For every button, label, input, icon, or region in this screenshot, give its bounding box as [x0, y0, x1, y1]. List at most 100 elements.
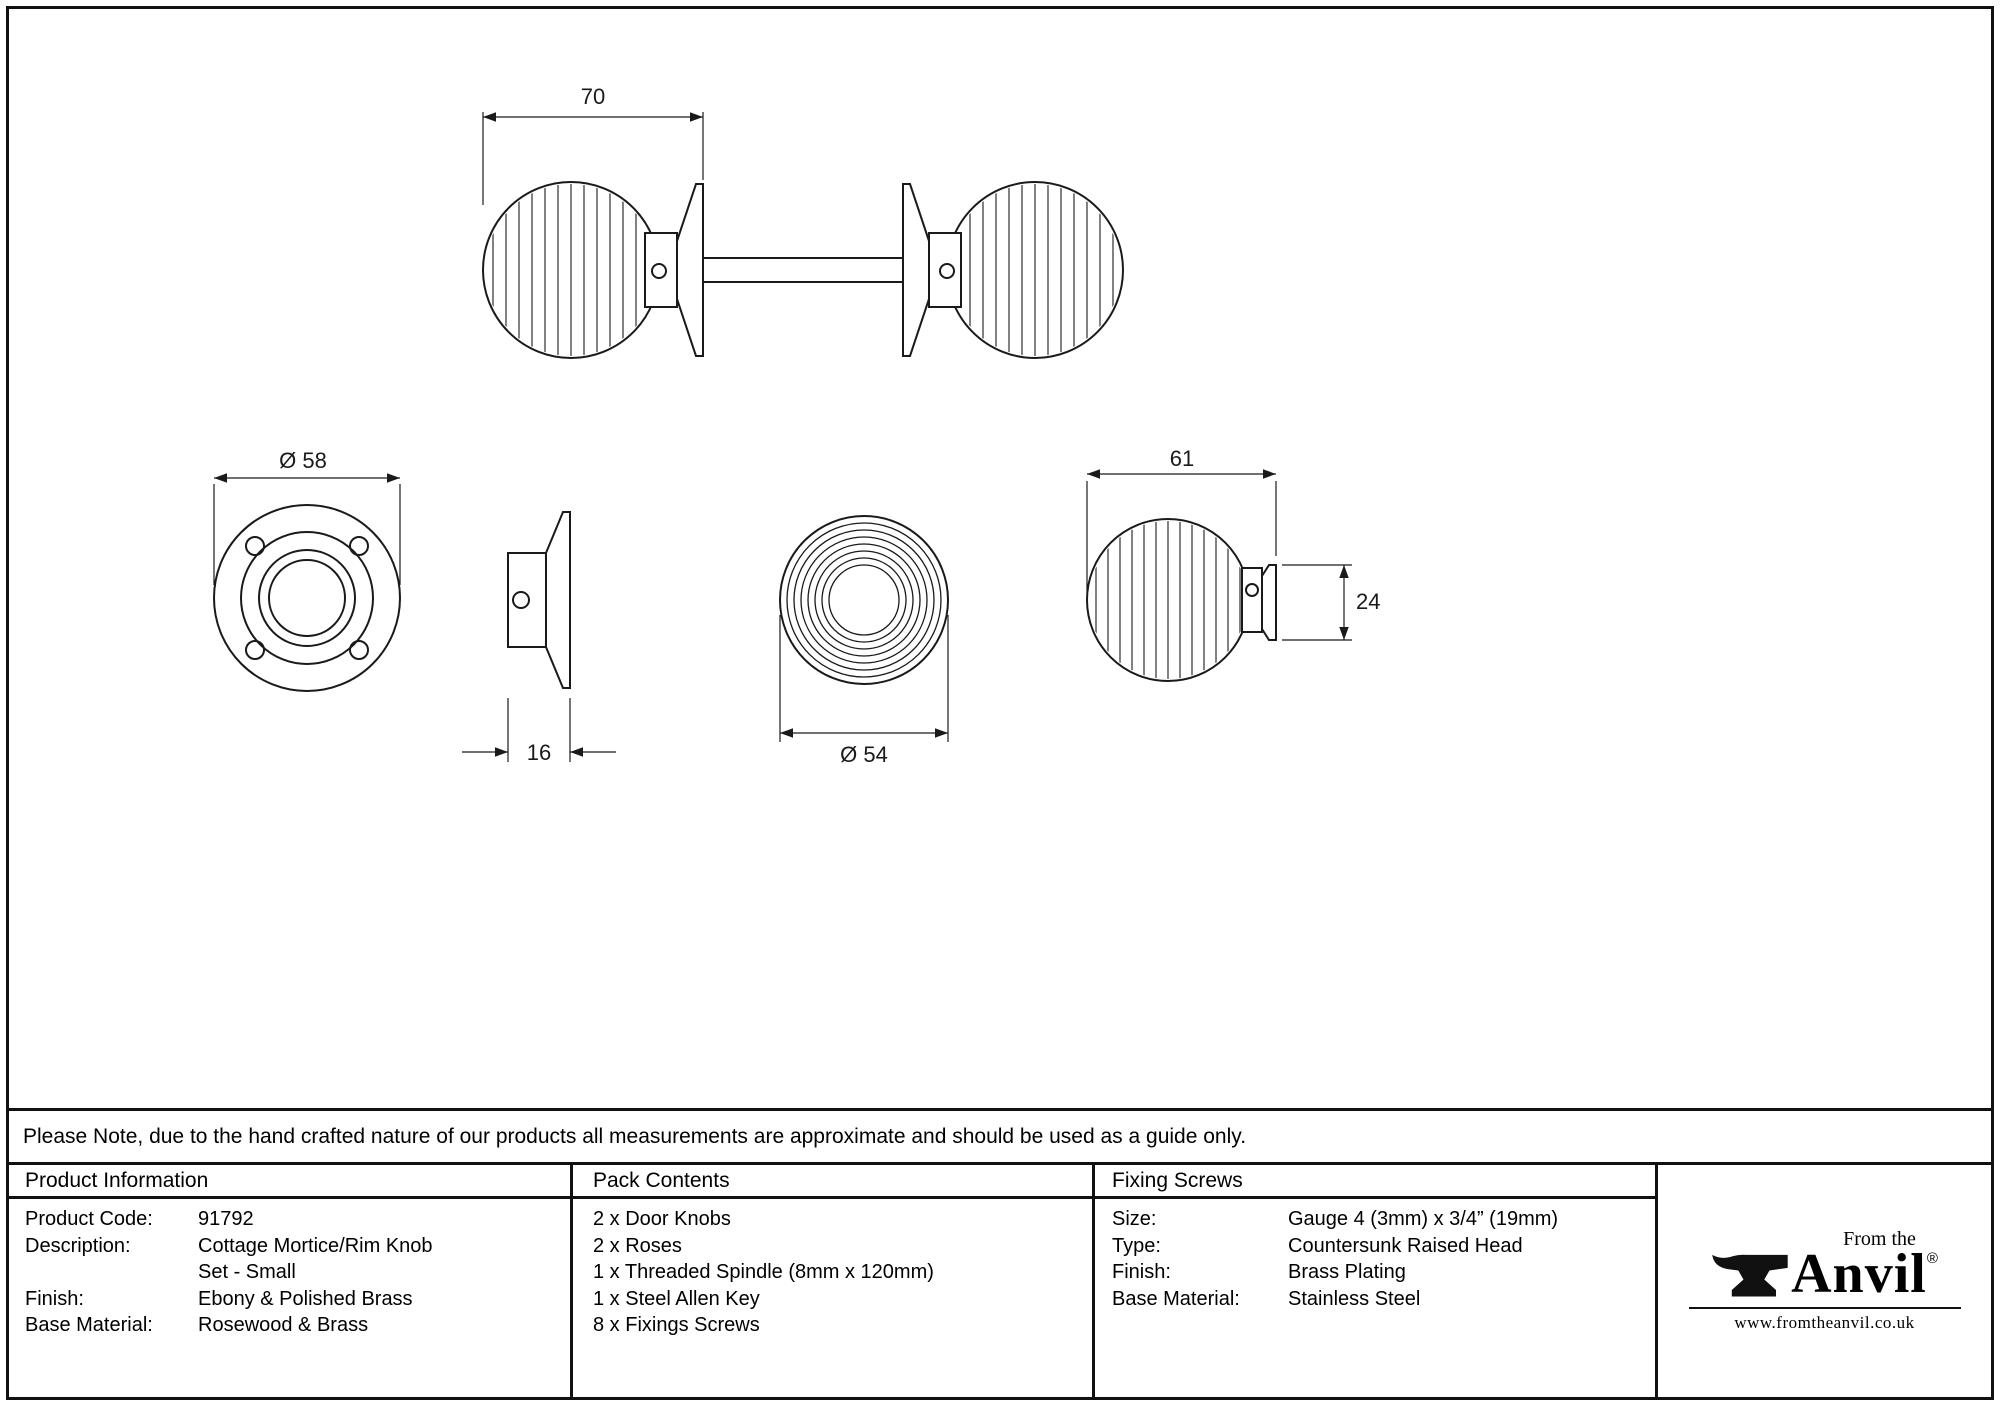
row-value: Set - Small	[198, 1261, 296, 1284]
left-rose-side	[676, 183, 704, 357]
pack-contents-body: 2 x Door Knobs 2 x Roses 1 x Threaded Sp…	[593, 1206, 1085, 1339]
threaded-spindle	[702, 257, 904, 283]
knob-side-reeding	[1095, 521, 1241, 679]
rose-mid-circle	[240, 531, 374, 665]
table-row: Set - Small	[25, 1259, 560, 1286]
row-label: Finish:	[1112, 1261, 1171, 1284]
note-text: Please Note, due to the hand crafted nat…	[23, 1124, 1247, 1148]
row-label	[25, 1259, 198, 1286]
logo-tagline: From the	[1843, 1227, 1916, 1250]
rose-screw-hole	[349, 536, 369, 556]
table-divider	[570, 1165, 573, 1397]
knob-ring	[800, 536, 928, 664]
row-value: Stainless Steel	[1288, 1287, 1421, 1310]
row-label: Finish:	[25, 1287, 84, 1310]
rose-outer-circle	[213, 504, 401, 692]
outer-border	[6, 6, 1994, 1400]
knob-ring	[828, 564, 900, 636]
right-knob-collar	[928, 232, 962, 308]
product-information-header: Product Information	[25, 1168, 209, 1192]
table-divider	[1092, 1165, 1095, 1397]
dimension-annotations	[213, 112, 1352, 762]
dim-extension-line	[1086, 481, 1277, 592]
fixing-screws-body: Size: Gauge 4 (3mm) x 3/4” (19mm) Type: …	[1112, 1206, 1650, 1312]
rose-screw-hole	[245, 536, 265, 556]
knob-set-assembly-view	[482, 181, 1124, 359]
left-knob-reeding	[492, 184, 650, 356]
note-bar: Please Note, due to the hand crafted nat…	[9, 1108, 1991, 1165]
table-row: Type: Countersunk Raised Head	[1112, 1233, 1650, 1260]
table-divider	[1655, 1165, 1658, 1397]
registered-mark: ®	[1926, 1249, 1938, 1267]
rose-front-view	[213, 504, 401, 692]
table-row: Finish: Ebony & Polished Brass	[25, 1286, 560, 1313]
row-value: Countersunk Raised Head	[1288, 1234, 1523, 1257]
fixing-screws-header: Fixing Screws	[1112, 1168, 1243, 1192]
knob-side-view	[1086, 518, 1277, 682]
logo-brandline: Anvil ®	[1791, 1242, 1938, 1305]
rose-screw-hole	[245, 640, 265, 660]
logo-words: From the Anvil ®	[1791, 1227, 1938, 1305]
knob-ring	[779, 515, 949, 685]
right-rose-side	[902, 183, 930, 357]
table-row: Base Material: Stainless Steel	[1112, 1286, 1650, 1313]
rose-bore-circle	[268, 559, 346, 637]
knob-ring	[807, 543, 921, 657]
row-label: Description:	[25, 1234, 131, 1257]
rose-screw-hole	[349, 640, 369, 660]
rose-flange-profile	[545, 511, 571, 689]
brand-cell: From the Anvil ® www.fromtheanvil.co.uk	[1658, 1165, 1991, 1397]
knob-ring	[814, 550, 914, 650]
knob-side-screw	[1245, 583, 1259, 597]
dim-knob-depth-label: 61	[1170, 446, 1194, 471]
knob-front-view	[779, 515, 949, 685]
logo-website: www.fromtheanvil.co.uk	[1734, 1313, 1915, 1333]
dim-extension-line	[213, 484, 401, 585]
left-knob-collar	[644, 232, 678, 308]
table-row: Description: Cottage Mortice/Rim Knob	[25, 1233, 560, 1260]
dim-rose-diameter-label: Ø 58	[279, 448, 327, 473]
row-value: Ebony & Polished Brass	[198, 1287, 413, 1310]
list-item: 8 x Fixings Screws	[593, 1314, 760, 1337]
knob-side-rose	[1261, 564, 1277, 641]
logo-top: From the Anvil ®	[1689, 1229, 1961, 1301]
row-value: Rosewood & Brass	[198, 1314, 369, 1337]
row-value: Gauge 4 (3mm) x 3/4” (19mm)	[1288, 1208, 1559, 1230]
rose-boss-circle	[258, 549, 356, 647]
table-row: Base Material: Rosewood & Brass	[25, 1312, 560, 1339]
dimension-labels: 70 Ø 58 16 Ø 54 61 24	[279, 84, 1380, 767]
pack-contents-header: Pack Contents	[593, 1168, 730, 1192]
table-row: Product Code: 91792	[25, 1206, 560, 1233]
right-knob-reeding	[956, 184, 1114, 356]
dim-extension-line	[482, 112, 704, 205]
rose-boss-profile	[507, 552, 547, 648]
row-value: Brass Plating	[1288, 1261, 1406, 1284]
row-value: 91792	[198, 1208, 254, 1230]
product-information-body: Product Code: 91792 Description: Cottage…	[25, 1206, 560, 1339]
row-label: Size:	[1112, 1208, 1157, 1230]
right-grub-screw	[939, 263, 955, 279]
logo-rule	[1688, 1307, 1961, 1310]
dim-knob-face-diameter-label: Ø 54	[840, 742, 888, 767]
technical-drawing: 70 Ø 58 16 Ø 54 61 24	[213, 84, 1380, 767]
table-row: Finish: Brass Plating	[1112, 1259, 1650, 1286]
row-label: Base Material:	[25, 1314, 153, 1337]
anvil-logo: From the Anvil ® www.fromtheanvil.co.uk	[1688, 1229, 1961, 1334]
list-item: 1 x Threaded Spindle (8mm x 120mm)	[593, 1261, 934, 1284]
left-grub-screw	[651, 263, 667, 279]
knob-ring	[793, 529, 935, 671]
rose-side-screw	[512, 591, 530, 609]
row-label: Type:	[1112, 1234, 1161, 1257]
knob-ring	[821, 557, 907, 643]
knob-ring	[786, 522, 942, 678]
list-item: 2 x Door Knobs	[593, 1208, 731, 1230]
list-item: 2 x Roses	[593, 1234, 682, 1257]
rose-side-view	[507, 511, 571, 689]
dim-extension-line	[1282, 564, 1352, 641]
row-label: Product Code:	[25, 1208, 153, 1230]
table-row: Size: Gauge 4 (3mm) x 3/4” (19mm)	[1112, 1206, 1650, 1233]
logo-brand: Anvil	[1791, 1242, 1927, 1305]
row-value: Cottage Mortice/Rim Knob	[198, 1234, 433, 1257]
dim-extension-line	[779, 615, 949, 742]
